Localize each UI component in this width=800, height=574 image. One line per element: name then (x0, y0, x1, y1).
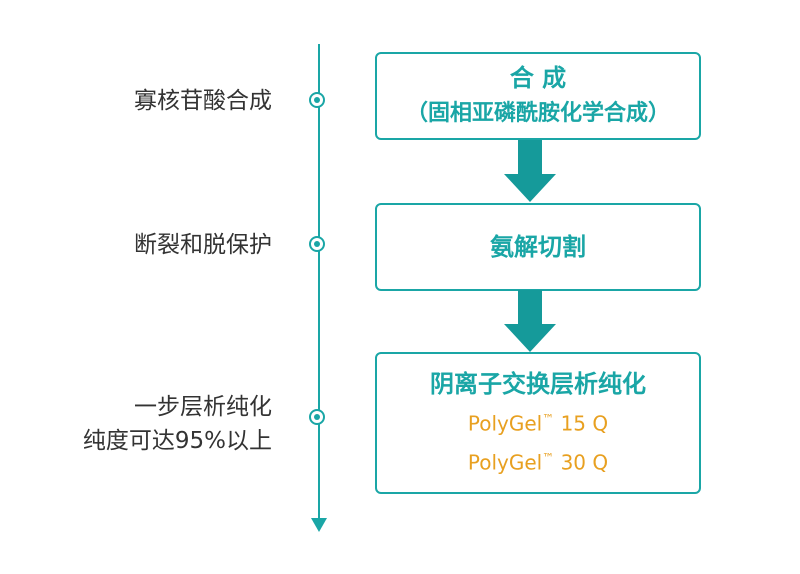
process-box-cleavage: 氨解切割 (375, 203, 701, 291)
step-label-purification-line2: 纯度可达95%以上 (82, 428, 272, 454)
box-cleavage-title: 氨解切割 (490, 233, 586, 261)
process-box-purification: 阴离子交换层析纯化 PolyGel™ 15 Q PolyGel™ 30 Q (375, 352, 701, 494)
box-synthesis-title: 合 成 (509, 64, 567, 92)
flow-arrow-1 (504, 140, 556, 206)
box-synthesis-subtitle: （固相亚磷酰胺化学合成） (405, 101, 670, 126)
step-label-synthesis: 寡核苷酸合成 (134, 88, 272, 114)
timeline-node-purification (309, 409, 325, 425)
box-purification-title: 阴离子交换层析纯化 (430, 370, 646, 399)
timeline-node-synthesis (309, 92, 325, 108)
product-polygel-30q: PolyGel™ 30 Q (467, 450, 609, 475)
process-box-synthesis: 合 成 （固相亚磷酰胺化学合成） (375, 52, 701, 140)
flow-arrow-2 (504, 290, 556, 356)
product-polygel-15q: PolyGel™ 15 Q (467, 412, 609, 436)
step-label-cleavage: 断裂和脱保护 (134, 232, 272, 258)
step-label-purification-line1: 一步层析纯化 (134, 394, 272, 420)
timeline-line (318, 44, 320, 522)
timeline-arrow-head (311, 518, 327, 532)
timeline-node-cleavage (309, 236, 325, 252)
